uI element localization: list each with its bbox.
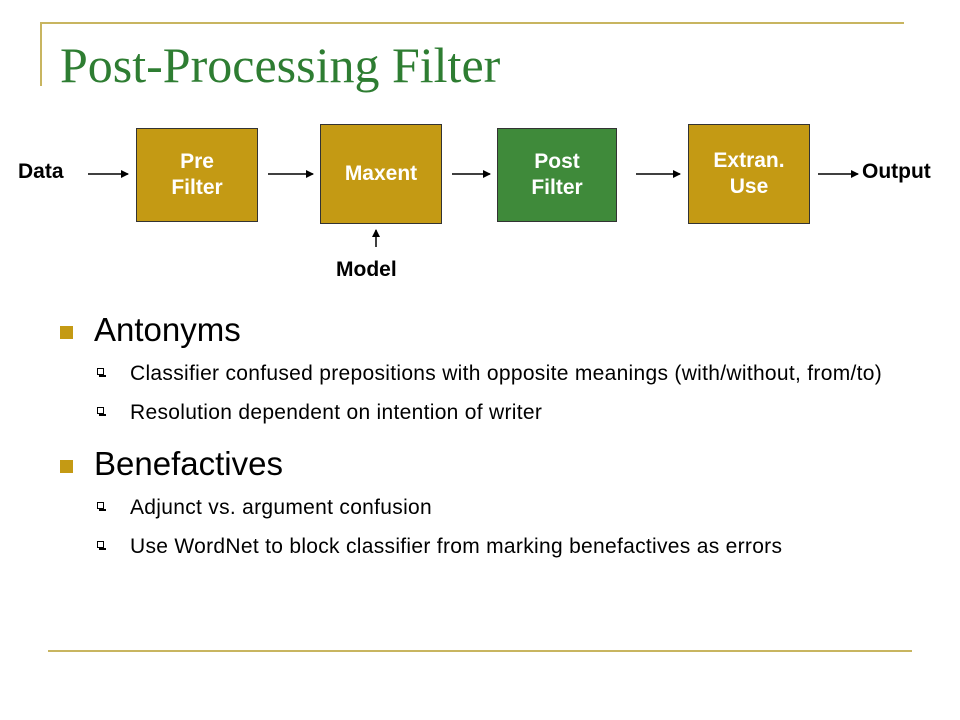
bullet-heading: Antonyms bbox=[94, 311, 241, 348]
hollow-square-bullet-icon bbox=[97, 501, 106, 511]
bullet-list: Antonyms Classifier confused preposition… bbox=[60, 310, 940, 572]
sub-bullet-text: Use WordNet to block classifier from mar… bbox=[130, 535, 783, 559]
slide-title: Post-Processing Filter bbox=[60, 37, 501, 93]
maxent-box: Maxent bbox=[320, 124, 442, 224]
model-label: Model bbox=[336, 258, 397, 281]
square-bullet-icon bbox=[60, 326, 73, 339]
bullet-heading: Benefactives bbox=[94, 445, 283, 483]
sub-bullet: Use WordNet to block classifier from mar… bbox=[60, 533, 940, 560]
decorative-top-line bbox=[40, 22, 904, 24]
bullet-antonyms: Antonyms bbox=[60, 310, 940, 350]
hollow-square-bullet-icon bbox=[97, 406, 106, 416]
sub-bullet-text: Adjunct vs. argument confusion bbox=[130, 495, 432, 519]
extran-use-box: Extran. Use bbox=[688, 124, 810, 224]
square-bullet-icon bbox=[60, 460, 73, 474]
decorative-bottom-line bbox=[48, 650, 912, 652]
sub-bullet: Resolution dependent on intention of wri… bbox=[60, 399, 940, 426]
hollow-square-bullet-icon bbox=[97, 541, 106, 551]
hollow-square-bullet-icon bbox=[97, 367, 106, 377]
data-input-label: Data bbox=[18, 160, 64, 183]
sub-bullet-text: Resolution dependent on intention of wri… bbox=[130, 400, 543, 424]
pre-filter-box: Pre Filter bbox=[136, 128, 258, 222]
flow-arrows bbox=[88, 170, 859, 247]
sub-bullet-text: Classifier confused prepositions with op… bbox=[130, 361, 883, 385]
sub-bullet: Classifier confused prepositions with op… bbox=[60, 360, 940, 387]
pipeline-diagram: Data Pre Filter Maxent Post Filter Extra… bbox=[0, 0, 960, 300]
post-filter-box: Post Filter bbox=[497, 128, 617, 222]
bullet-benefactives: Benefactives bbox=[60, 444, 940, 484]
decorative-left-line bbox=[40, 22, 42, 86]
sub-bullet: Adjunct vs. argument confusion bbox=[60, 494, 940, 521]
output-label: Output bbox=[862, 160, 931, 183]
